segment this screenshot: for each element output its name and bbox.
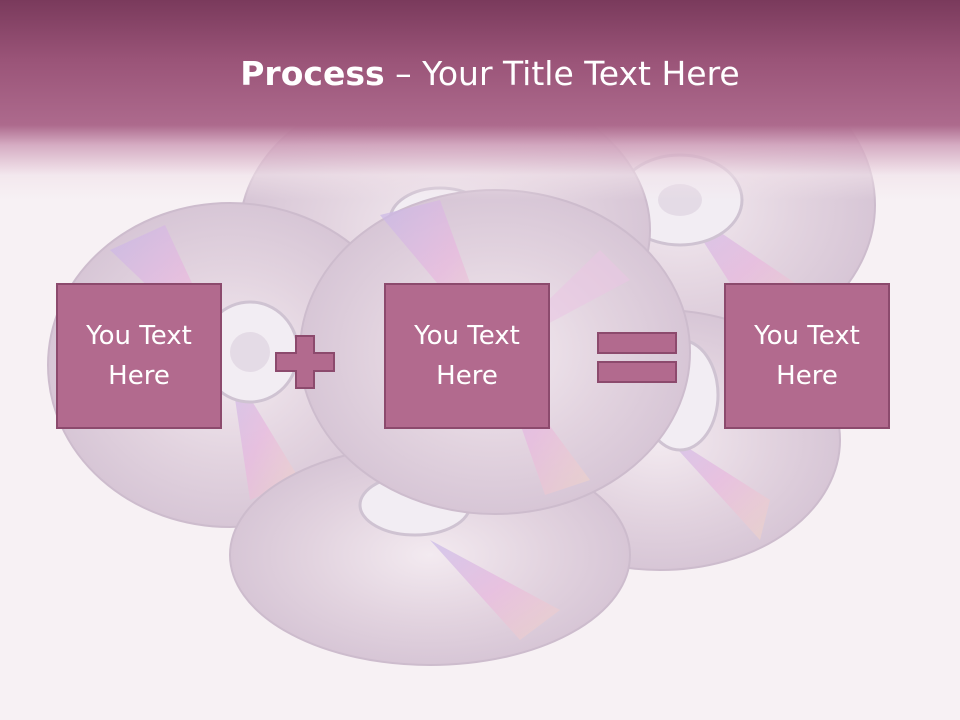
process-box-1[interactable]: You Text Here <box>56 283 222 429</box>
process-box-2[interactable]: You Text Here <box>384 283 550 429</box>
title-header-band <box>0 0 960 200</box>
box-3-line-1: You Text <box>754 321 860 351</box>
box-1-line-1: You Text <box>86 321 192 351</box>
box-2-line-2: Here <box>436 361 498 391</box>
title-dash: – <box>384 54 423 93</box>
equals-icon <box>597 332 677 383</box>
title-bold-part: Process <box>240 54 385 93</box>
box-3-line-2: Here <box>776 361 838 391</box>
box-2-line-1: You Text <box>414 321 520 351</box>
title-rest: Your Title Text Here <box>422 54 740 93</box>
process-box-3[interactable]: You Text Here <box>724 283 890 429</box>
box-1-line-2: Here <box>108 361 170 391</box>
slide-title: Process – Your Title Text Here <box>0 50 960 98</box>
plus-icon <box>275 335 335 389</box>
